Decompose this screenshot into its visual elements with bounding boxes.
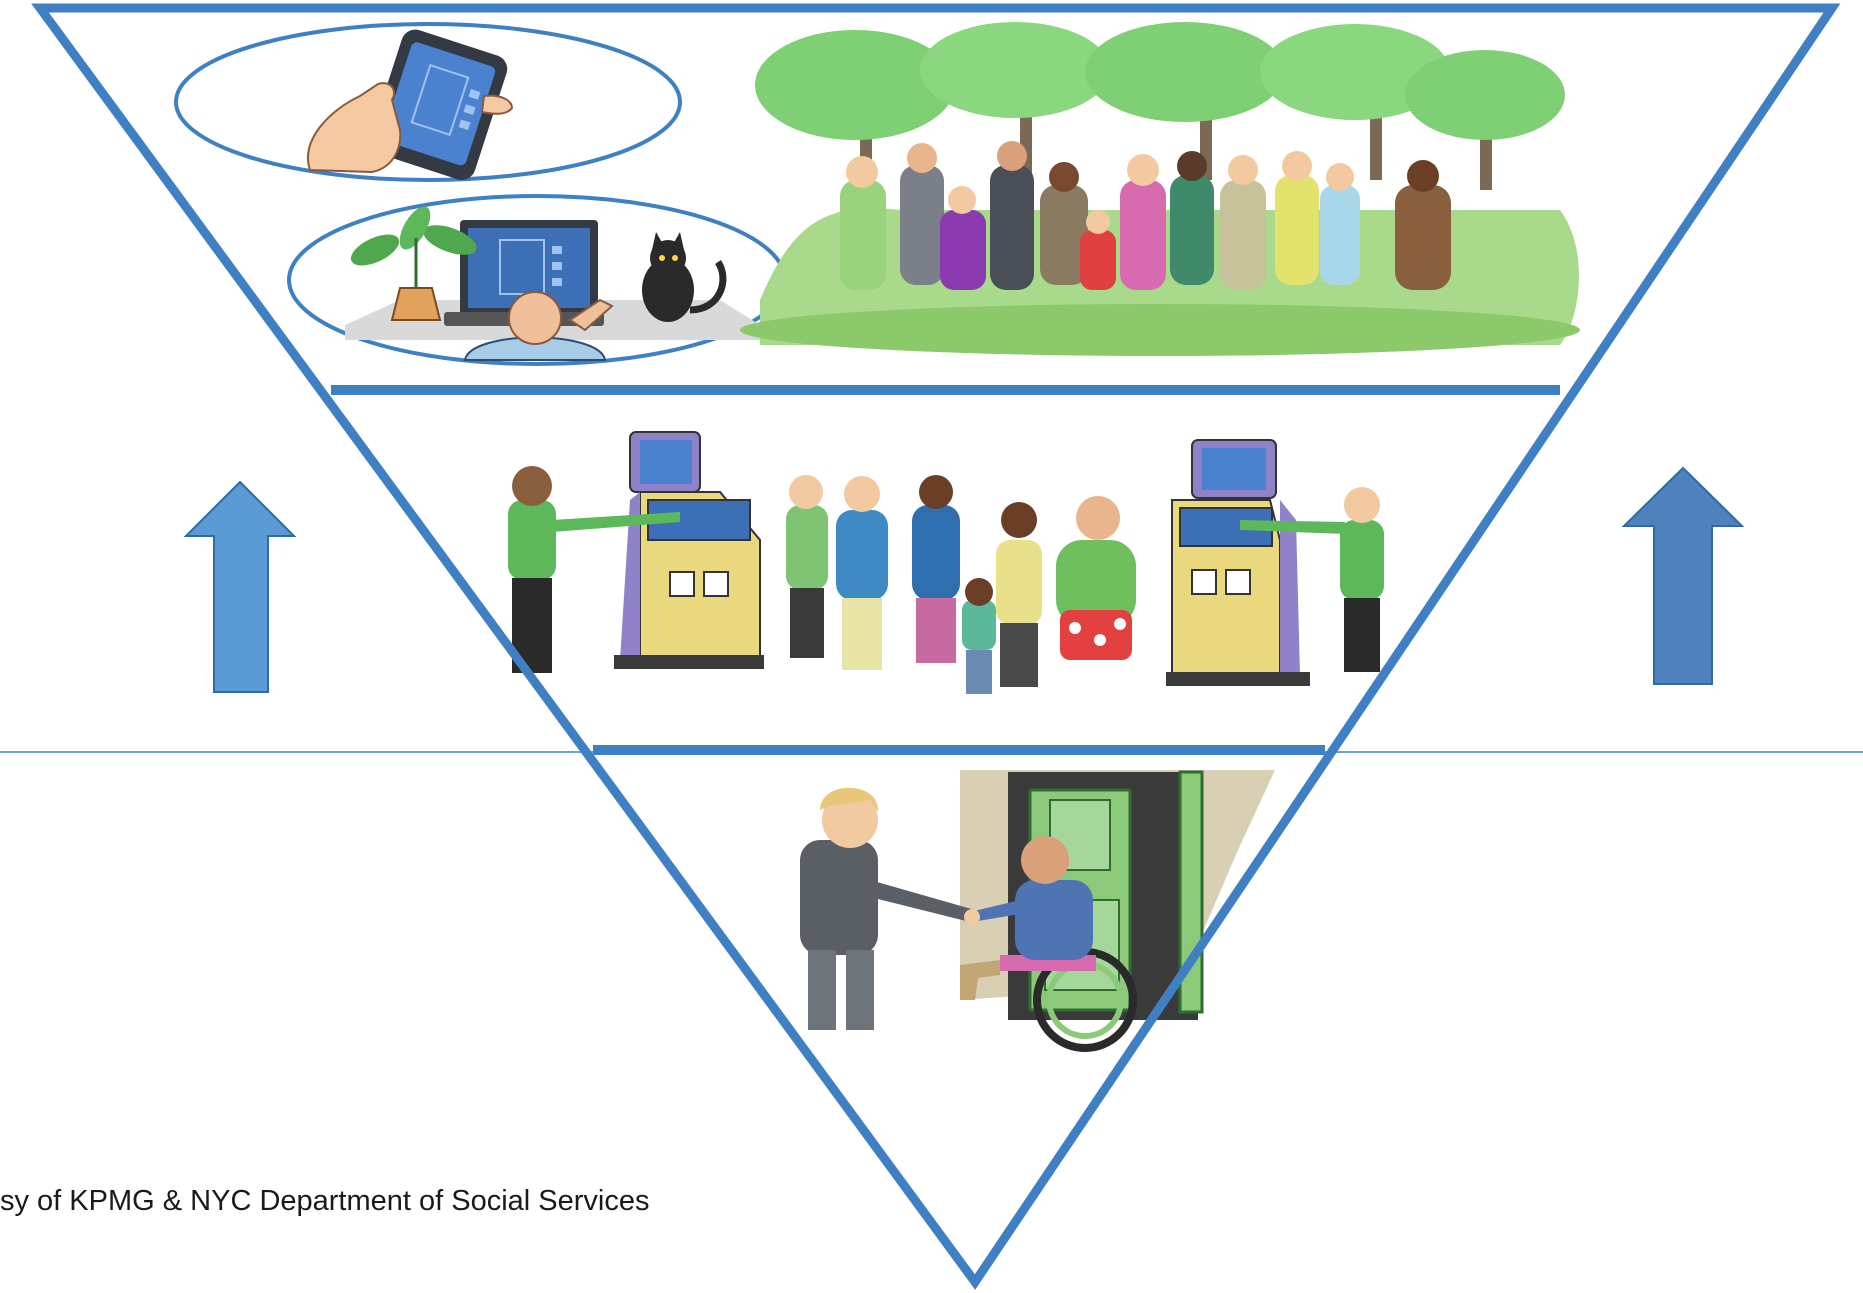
kiosk-right-icon [1166, 439, 1310, 686]
computer-desk-scene [287, 194, 787, 366]
inverted-triangle-outline [31, 3, 1841, 1290]
tier-middle-kiosk [508, 431, 1384, 694]
crowd-in-park-scene [740, 22, 1580, 356]
person-at-computer-icon [463, 291, 614, 361]
wheelchair-user-icon [960, 836, 1137, 1052]
case-worker-icon [800, 787, 975, 1030]
queue-people-icon [508, 466, 1384, 694]
crowd-people-icon [840, 141, 1451, 290]
kiosk-left-icon [614, 431, 764, 669]
left-up-arrow-icon [183, 480, 297, 693]
right-up-arrow-icon [1621, 466, 1745, 685]
phone-icon [369, 29, 508, 180]
cat-icon [642, 232, 727, 322]
mobile-phone-scene [174, 22, 682, 182]
hand-icon [307, 82, 402, 174]
tier-top-online [174, 22, 1580, 366]
trees-icon [755, 22, 1565, 190]
plant-icon [350, 206, 477, 321]
image-credit: sy of KPMG & NYC Department of Social Se… [0, 1185, 650, 1217]
tier-bottom-in-person [800, 770, 1275, 1052]
